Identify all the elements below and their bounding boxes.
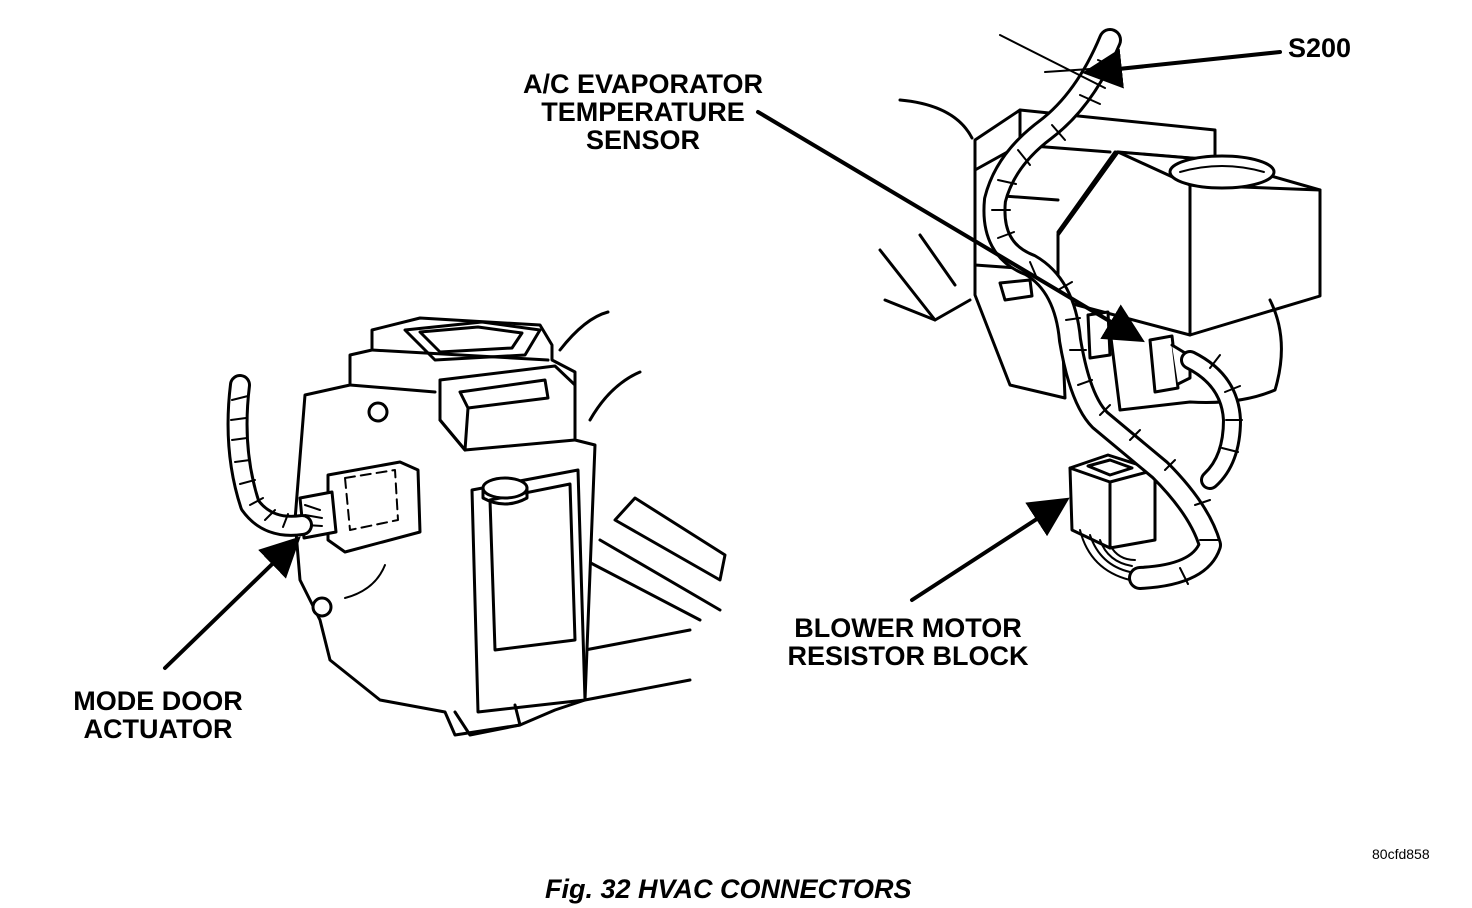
boss-upper	[367, 401, 389, 423]
right-housing	[878, 28, 1322, 590]
label-blower-resistor: BLOWER MOTOR RESISTOR BLOCK	[778, 614, 1038, 670]
label-mode-door: MODE DOOR ACTUATOR	[68, 687, 248, 743]
rh-bg-curve	[898, 98, 974, 140]
actuator-hidden-lines	[344, 469, 399, 531]
outlet-slot	[458, 378, 550, 410]
label-blower-resistor-line2: RESISTOR BLOCK	[787, 641, 1029, 671]
top-inlet-inner	[418, 325, 524, 354]
label-s200: S200	[1288, 34, 1351, 62]
rh-bg-wedge-c	[883, 298, 937, 322]
resistor-block-body	[1068, 453, 1157, 550]
label-evap-sensor-line2: TEMPERATURE	[541, 97, 745, 127]
resistor-block-edges	[1068, 466, 1157, 550]
figure-code: 80cfd858	[1372, 846, 1430, 862]
duct-line-c	[583, 628, 692, 652]
housing-tab	[998, 278, 1034, 302]
arrow-mode-door	[163, 536, 301, 670]
label-s200-text: S200	[1288, 33, 1352, 63]
arrow-s200	[1082, 48, 1282, 89]
front-panel-window	[488, 482, 577, 652]
duct-line-b	[583, 558, 702, 622]
duct-line-d	[583, 678, 692, 702]
harness-left-inner	[229, 377, 310, 534]
step-line-2	[348, 383, 437, 394]
label-evap-sensor-line1: A/C EVAPORATOR	[522, 69, 764, 99]
rh-bg-wedge-b	[918, 233, 957, 287]
blower-scroll	[1118, 298, 1283, 412]
harness-left-wraps	[230, 395, 289, 528]
harness-right-inner	[985, 31, 1219, 587]
duct-curve-mid	[588, 370, 642, 422]
bottom-tab	[453, 703, 522, 737]
angled-bar	[613, 496, 727, 582]
duct-line-a	[598, 538, 722, 612]
blower-inlet-inner	[1179, 165, 1265, 173]
label-evap-sensor: A/C EVAPORATOR TEMPERATURE SENSOR	[518, 70, 768, 154]
label-mode-door-line1: MODE DOOR	[73, 686, 243, 716]
blower-inlet-ring	[1168, 154, 1276, 190]
arrow-resistor-block	[910, 497, 1070, 602]
branch-wraps	[1209, 354, 1243, 453]
body-curve	[344, 564, 386, 599]
evap-sensor-connector	[1148, 334, 1180, 394]
resistor-wires	[1079, 529, 1136, 581]
arrow-evap-sensor	[756, 110, 1145, 343]
duct-curve-top	[558, 310, 610, 352]
step-line-1	[370, 348, 550, 362]
label-mode-door-line2: ACTUATOR	[83, 714, 233, 744]
label-blower-resistor-line1: BLOWER MOTOR	[794, 613, 1022, 643]
panel-cap-side	[481, 486, 529, 506]
outlet-block	[438, 364, 577, 452]
left-housing	[226, 310, 727, 737]
resistor-top-slot	[1086, 458, 1134, 477]
evap-housing-body	[973, 108, 1217, 400]
label-evap-sensor-line3: SENSOR	[585, 125, 701, 155]
figure-caption: Fig. 32 HVAC CONNECTORS	[545, 874, 912, 904]
front-panel	[470, 468, 587, 714]
outlet-edge	[438, 406, 470, 452]
boss-lower	[311, 596, 333, 618]
panel-cap	[481, 476, 529, 500]
